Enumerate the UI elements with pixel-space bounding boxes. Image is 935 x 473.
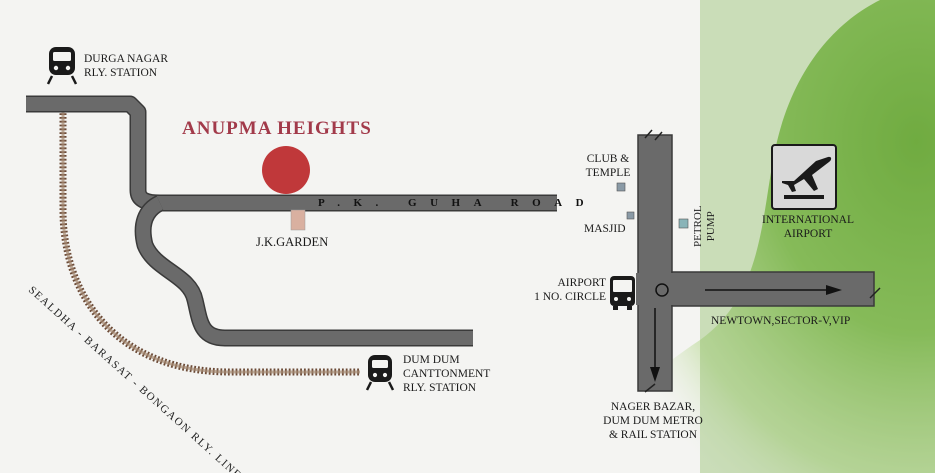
train-icon bbox=[365, 355, 395, 391]
jk-garden-marker bbox=[290, 209, 306, 231]
petrol-pump-line1: PETROL bbox=[692, 205, 704, 247]
petrol-pump-line2: PUMP bbox=[705, 211, 717, 242]
airport-circle-line1: AIRPORT bbox=[557, 277, 606, 289]
project-location-marker bbox=[262, 146, 310, 194]
railway-track-rails bbox=[61, 98, 360, 374]
durga-nagar-label: DURGA NAGAR RLY. STATION bbox=[84, 52, 168, 80]
nager-bazar-line3: & RAIL STATION bbox=[608, 429, 698, 441]
dum-dum-line3: RLY. STATION bbox=[403, 382, 477, 394]
train-icon bbox=[46, 47, 78, 85]
grass-fade bbox=[700, 0, 935, 473]
international-airport-label: INTERNATIONAL AIRPORT bbox=[748, 213, 868, 241]
road-break-top bbox=[644, 129, 663, 141]
petrol-pump-label: PETROL PUMP bbox=[692, 205, 718, 247]
durga-nagar-line1: DURGA NAGAR bbox=[84, 53, 169, 65]
road-break-right bbox=[869, 287, 881, 299]
international-airport-line1: INTERNATIONAL bbox=[762, 214, 854, 226]
bus-icon bbox=[610, 276, 635, 310]
club-temple-label: CLUB & TEMPLE bbox=[578, 152, 638, 180]
durga-nagar-line2: RLY. STATION bbox=[84, 67, 158, 79]
club-temple-line2: TEMPLE bbox=[585, 167, 631, 179]
jk-garden-label: J.K.GARDEN bbox=[256, 235, 329, 249]
nager-bazar-label: NAGER BAZAR, DUM DUM METRO & RAIL STATIO… bbox=[598, 400, 708, 442]
nager-bazar-line2: DUM DUM METRO bbox=[603, 415, 703, 427]
masjid-label: MASJID bbox=[584, 223, 626, 235]
project-title: ANUPMA HEIGHTS bbox=[182, 118, 372, 139]
arrow-to-nager-bazar bbox=[650, 308, 660, 382]
road-name-pk-guha: P.K. GUHA ROAD bbox=[318, 197, 598, 209]
road-network bbox=[26, 95, 557, 347]
dum-dum-label: DUM DUM CANTTONMENT RLY. STATION bbox=[403, 353, 490, 395]
newtown-road bbox=[671, 271, 875, 307]
airport-circle-line2: 1 NO. CIRCLE bbox=[534, 291, 606, 303]
masjid-marker bbox=[626, 211, 635, 220]
grass-area bbox=[560, 0, 935, 473]
airport-circle-roundabout bbox=[655, 283, 669, 297]
airplane-icon bbox=[771, 144, 837, 210]
club-temple-line1: CLUB & bbox=[586, 153, 630, 165]
arrow-to-newtown bbox=[705, 285, 842, 295]
newtown-label: NEWTOWN,SECTOR-V,VIP bbox=[711, 315, 851, 327]
international-airport-line2: AIRPORT bbox=[783, 228, 833, 240]
airport-circle-label: AIRPORT 1 NO. CIRCLE bbox=[530, 276, 606, 304]
dum-dum-line1: DUM DUM bbox=[403, 354, 460, 366]
dum-dum-line2: CANTTONMENT bbox=[403, 368, 491, 380]
petrol-pump-marker bbox=[678, 218, 689, 229]
club-temple-marker bbox=[616, 182, 626, 192]
nager-bazar-line1: NAGER BAZAR, bbox=[610, 401, 696, 413]
road-break-bottom bbox=[644, 383, 656, 393]
